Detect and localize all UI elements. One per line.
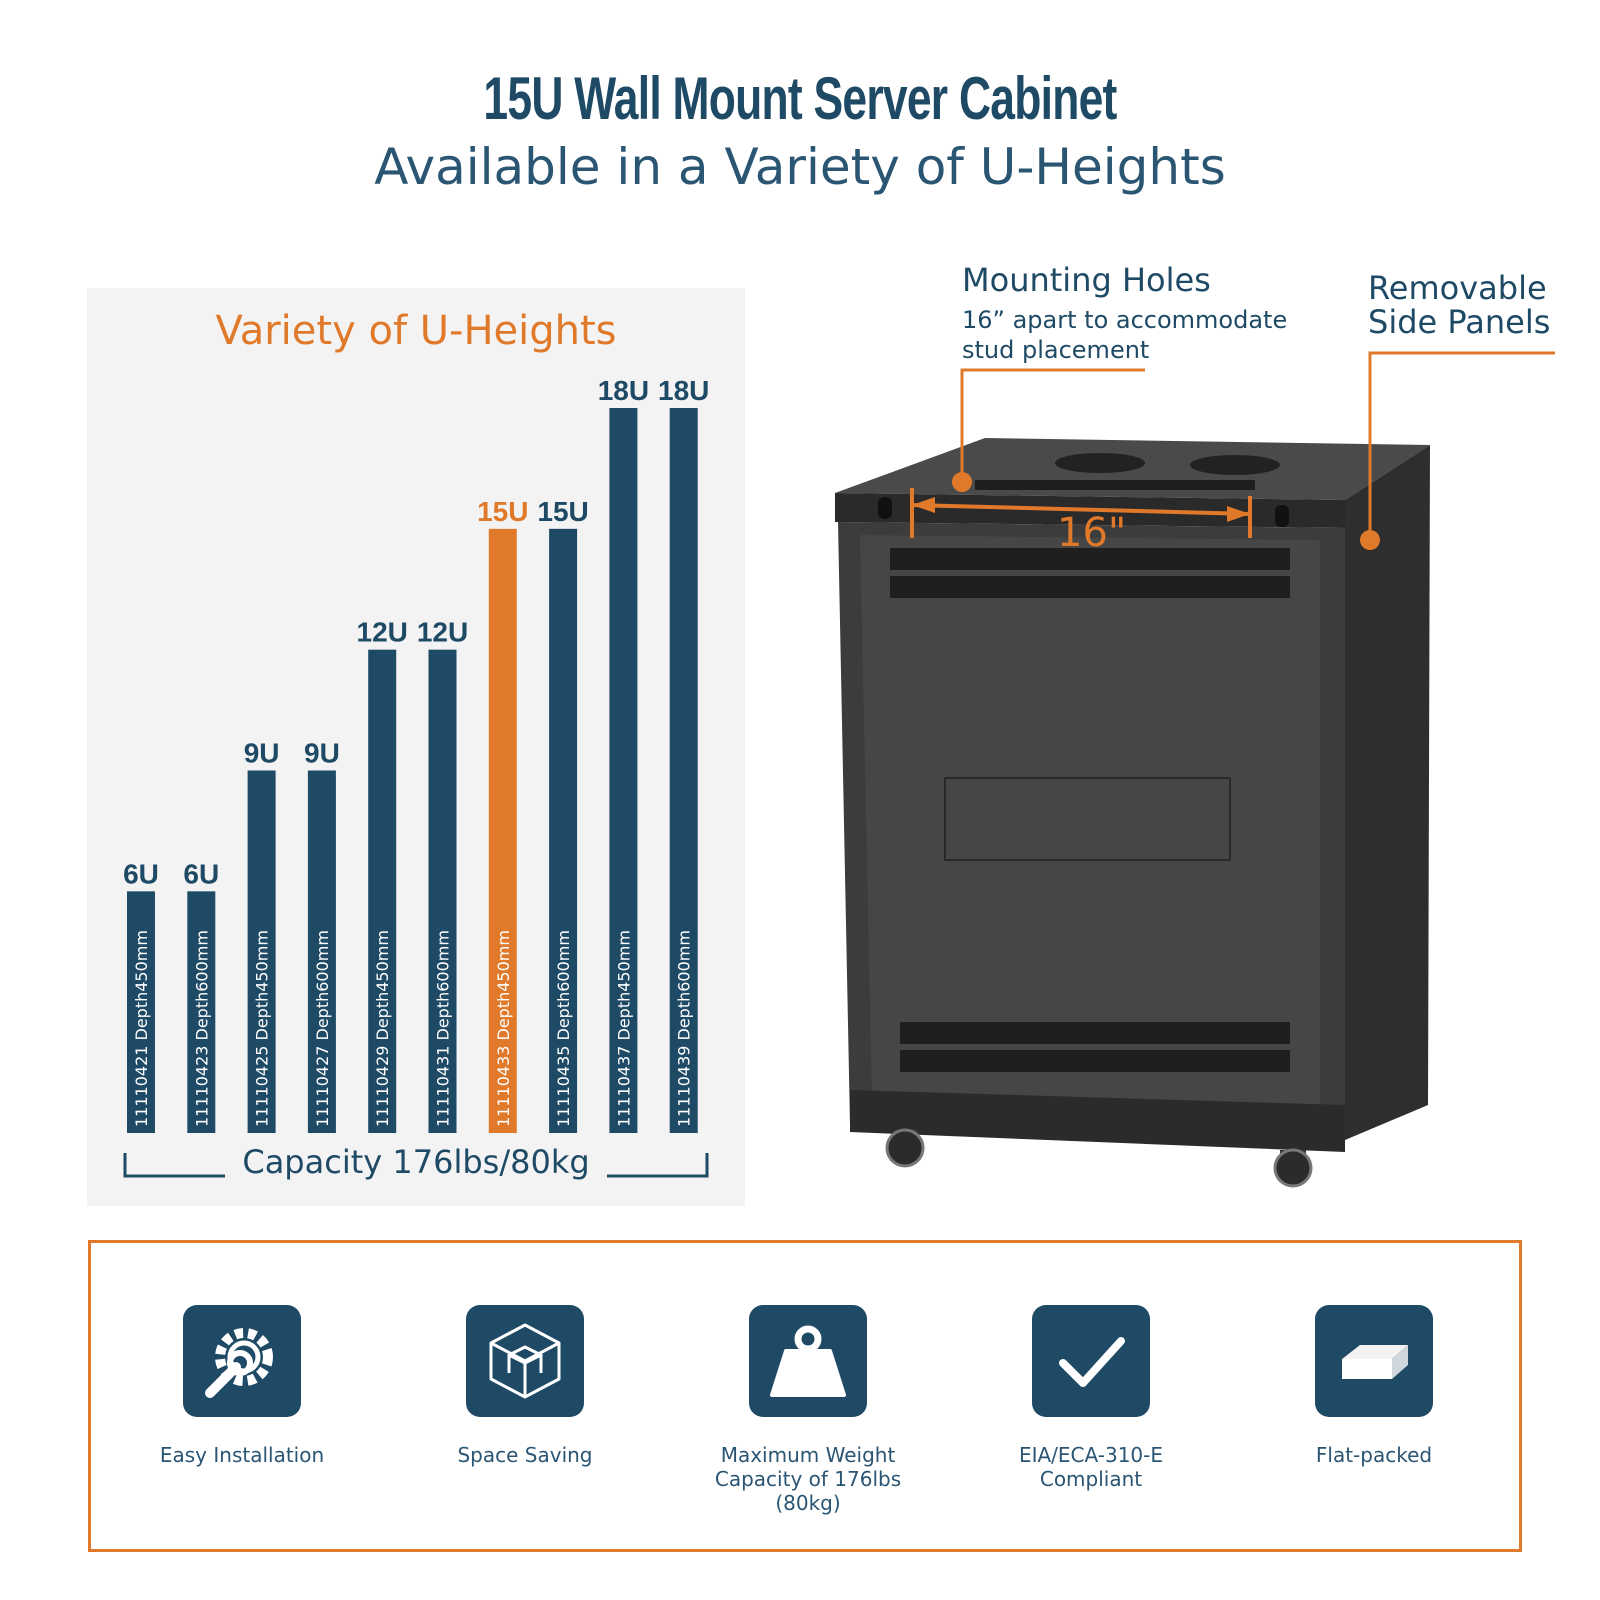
bar-18u-10: [669, 408, 698, 1133]
cabinet-base: [850, 1090, 1345, 1152]
flat-box-icon: [1315, 1305, 1433, 1417]
bar-data-label: 9U: [304, 738, 340, 769]
chart-title: Variety of U-Heights: [215, 308, 617, 354]
bar-category-label: 11110429 Depth450mm: [373, 930, 392, 1127]
feature-label: Flat-packed: [1315, 1443, 1433, 1467]
bar-data-label: 12U: [417, 617, 468, 648]
mounting-holes-title: Mounting Holes: [962, 261, 1211, 299]
bar-data-label: 6U: [123, 858, 159, 889]
u-heights-bar-chart: 6U 11110421 Depth450mm 6U 11110423 Depth600…: [123, 375, 709, 1178]
capacity-label: Capacity 176lbs/80kg: [242, 1143, 590, 1181]
bar-data-label: 18U: [658, 375, 709, 406]
caster-right: [1273, 1148, 1313, 1188]
cabinet-top: [835, 438, 1430, 500]
cube-icon: [466, 1305, 584, 1417]
feature-eia-compliant: EIA/ECA-310-E Compliant: [971, 1305, 1211, 1491]
bottom-door-vents: [900, 1022, 1290, 1072]
bar-15u-7: [488, 528, 517, 1133]
u-heights-chart-panel: Variety of U-Heights 6U 11110421 Depth450…: [87, 288, 745, 1206]
bar-15u-8: [549, 528, 578, 1133]
bar-12u-6: [428, 649, 457, 1133]
bar-category-label: 11110435 Depth600mm: [554, 930, 573, 1127]
checkmark-icon: [1032, 1305, 1150, 1417]
feature-label: Space Saving: [457, 1443, 593, 1467]
bar-category-label: 11110437 Depth450mm: [614, 930, 633, 1127]
feature-space-saving: Space Saving: [405, 1305, 645, 1467]
feature-label: Easy Installation: [159, 1443, 325, 1467]
page-subtitle: Available in a Variety of U-Heights: [374, 138, 1226, 196]
bar-category-label: 11110433 Depth450mm: [494, 930, 513, 1127]
feature-label: EIA/ECA-310-E Compliant: [1018, 1443, 1164, 1491]
panels-callout-line: [1368, 351, 1555, 540]
mounting-hole-right: [1275, 505, 1289, 527]
feature-label: Maximum Weight Capacity of 176lbs (80kg): [714, 1443, 902, 1515]
mounting-holes-desc-1: 16” apart to accommodate: [962, 306, 1288, 334]
weight-icon: [749, 1305, 867, 1417]
feature-flat-packed: Flat-packed: [1254, 1305, 1494, 1467]
bar-data-label: 15U: [477, 496, 528, 527]
side-panel: [1345, 445, 1430, 1140]
bar-data-label: 6U: [183, 858, 219, 889]
bar-category-label: 11110423 Depth600mm: [192, 930, 211, 1127]
bar-category-label: 11110439 Depth600mm: [675, 930, 694, 1127]
caster-left: [885, 1128, 925, 1168]
bar-data-label: 12U: [357, 617, 408, 648]
bar-18u-9: [609, 408, 638, 1133]
mounting-callout-dot: [952, 472, 972, 492]
page-title: 15U Wall Mount Server Cabinet: [483, 65, 1117, 132]
panels-callout-dot: [1360, 530, 1380, 550]
bar-data-label: 15U: [537, 496, 588, 527]
mounting-holes-desc-2: stud placement: [962, 336, 1150, 364]
fan-vent-left: [1055, 453, 1145, 473]
top-slot: [975, 480, 1255, 490]
side-panels-title-2: Side Panels: [1368, 303, 1551, 341]
bar-data-label: 18U: [598, 375, 649, 406]
dimension-label: 16": [1057, 510, 1127, 556]
bar-12u-5: [368, 649, 397, 1133]
fan-vent-right: [1190, 455, 1280, 475]
bar-6u-1: [127, 891, 155, 1133]
front-door: [838, 522, 1345, 1140]
bar-6u-2: [187, 891, 216, 1133]
bar-data-label: 9U: [244, 738, 280, 769]
bar-category-label: 11110427 Depth600mm: [313, 930, 332, 1127]
features-box: Easy Installation Space Saving Maximum W…: [88, 1240, 1522, 1552]
mounting-callout-line: [960, 368, 1145, 482]
capacity-bracket-right: [607, 1153, 709, 1178]
feature-maximum-weight: Maximum Weight Capacity of 176lbs (80kg): [688, 1305, 928, 1515]
bar-9u-4: [307, 770, 336, 1133]
side-panels-title-1: Removable: [1368, 269, 1547, 307]
mounting-hole-left: [878, 497, 892, 519]
bar-9u-3: [247, 770, 276, 1133]
bar-category-label: 11110421 Depth450mm: [132, 930, 151, 1127]
door-access-plate: [944, 777, 1231, 861]
wrench-gear-icon: [183, 1305, 301, 1417]
capacity-bracket-left: [123, 1153, 225, 1178]
bar-category-label: 11110431 Depth600mm: [434, 930, 453, 1127]
front-door-inner: [860, 535, 1320, 1110]
feature-easy-installation: Easy Installation: [122, 1305, 362, 1467]
bar-category-label: 11110425 Depth450mm: [253, 930, 272, 1127]
